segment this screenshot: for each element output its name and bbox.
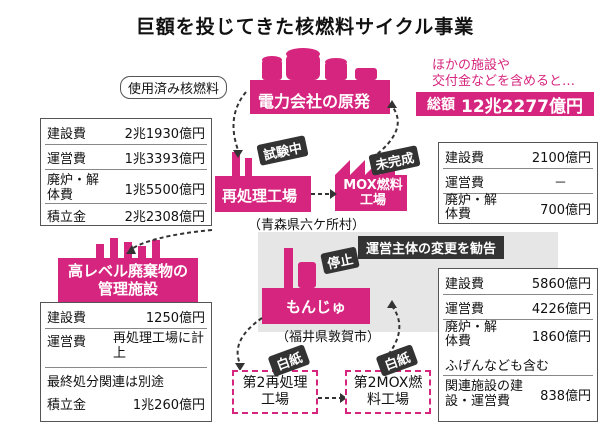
cost-key: 建設費 xyxy=(445,277,485,292)
cost-key: 廃炉・解体費 xyxy=(445,320,498,349)
waste-facility-label: 高レベル廃棄物の管理施設 xyxy=(67,262,188,298)
power-company-label: 電力会社の原発 xyxy=(258,92,371,111)
total-value: 12兆2277億円 xyxy=(461,96,583,117)
second-mox-box: 第2MOX燃料工場 xyxy=(345,370,431,414)
cost-value: 再処理工場に計上 xyxy=(113,331,205,361)
monju-location: （福井県敦賀市） xyxy=(276,330,381,345)
cost-value: 1860億円 xyxy=(531,329,591,345)
reprocessing-cost-table: 建設費 2兆1930億円 運営費 1兆3393億円 廃炉・解体費 1兆5500億円 積… xyxy=(40,118,212,226)
arrow-heads xyxy=(126,100,397,403)
waste-cost-table: 建設費 1250億円 運営費 再処理工場に計上 最終処分関連は別途 積立金 1兆260… xyxy=(40,302,212,422)
cost-key: 積立金 xyxy=(47,210,87,225)
page-title: 巨額を投じてきた核燃料サイクル事業 xyxy=(135,16,475,38)
spent-fuel-label: 使用済み核燃料 xyxy=(120,76,228,99)
waste-note: 最終処分関連は別途 xyxy=(47,375,165,390)
second-mox-label: 第2MOX燃料工場 xyxy=(353,375,423,408)
cost-key: 積立金 xyxy=(47,398,87,413)
cost-value: 1兆3393億円 xyxy=(124,152,205,167)
cost-value: 5860億円 xyxy=(531,277,591,292)
cost-value: 838億円 xyxy=(540,388,591,404)
cost-key: 廃炉・解体費 xyxy=(47,173,100,203)
total-banner: 総額 12兆2277億円 xyxy=(416,92,594,117)
power-plant-icon xyxy=(250,48,390,114)
cost-key: 運営費 xyxy=(47,335,87,350)
cost-key: 運営費 xyxy=(445,176,485,191)
reprocessing-location: （青森県六ケ所村） xyxy=(248,218,366,233)
cost-key: 関連施設の建設・運営費 xyxy=(445,379,524,409)
cost-key: 運営費 xyxy=(445,302,485,317)
cost-value: 1250億円 xyxy=(145,311,205,326)
monju-advice: 運営主体の変更を勧告 xyxy=(358,236,505,259)
cost-value: 4226億円 xyxy=(531,302,591,317)
total-label: 総額 xyxy=(427,97,455,113)
cost-value: － xyxy=(553,176,567,191)
cost-key: 廃炉・解体費 xyxy=(445,193,498,222)
monju-plant-icon xyxy=(262,248,370,324)
reprocessing-plant-icon xyxy=(215,152,311,212)
cost-value: 1兆5500億円 xyxy=(124,182,205,198)
cost-value: 2兆1930億円 xyxy=(124,127,205,142)
cost-key: 運営費 xyxy=(47,152,87,167)
reprocessing-label: 再処理工場 xyxy=(222,187,298,205)
cost-value: 2兆2308億円 xyxy=(124,210,205,225)
total-note: ほかの施設や 交付金などを含めると… xyxy=(432,58,576,89)
cost-key: 建設費 xyxy=(47,127,87,142)
cost-value: 2100億円 xyxy=(531,151,591,166)
cost-key: 建設費 xyxy=(445,151,485,166)
second-reprocessing-box: 第2再処理工場 xyxy=(232,370,318,414)
second-reprocessing-label: 第2再処理工場 xyxy=(242,375,308,408)
monju-note: ふげんなども含む xyxy=(445,359,550,374)
cost-value: 1兆260億円 xyxy=(132,398,205,413)
cost-value: 700億円 xyxy=(540,202,591,218)
mox-cost-table: 建設費 2100億円 運営費 － 廃炉・解体費 700億円 xyxy=(438,142,598,224)
mox-label: MOX燃料工場 xyxy=(343,178,403,208)
monju-cost-table: 建設費 5860億円 運営費 4226億円 廃炉・解体費 1860億円 ふげんなども含… xyxy=(438,268,598,422)
waste-facility-icon xyxy=(58,238,198,302)
monju-label: もんじゅ xyxy=(286,298,347,316)
cost-key: 建設費 xyxy=(47,311,87,326)
